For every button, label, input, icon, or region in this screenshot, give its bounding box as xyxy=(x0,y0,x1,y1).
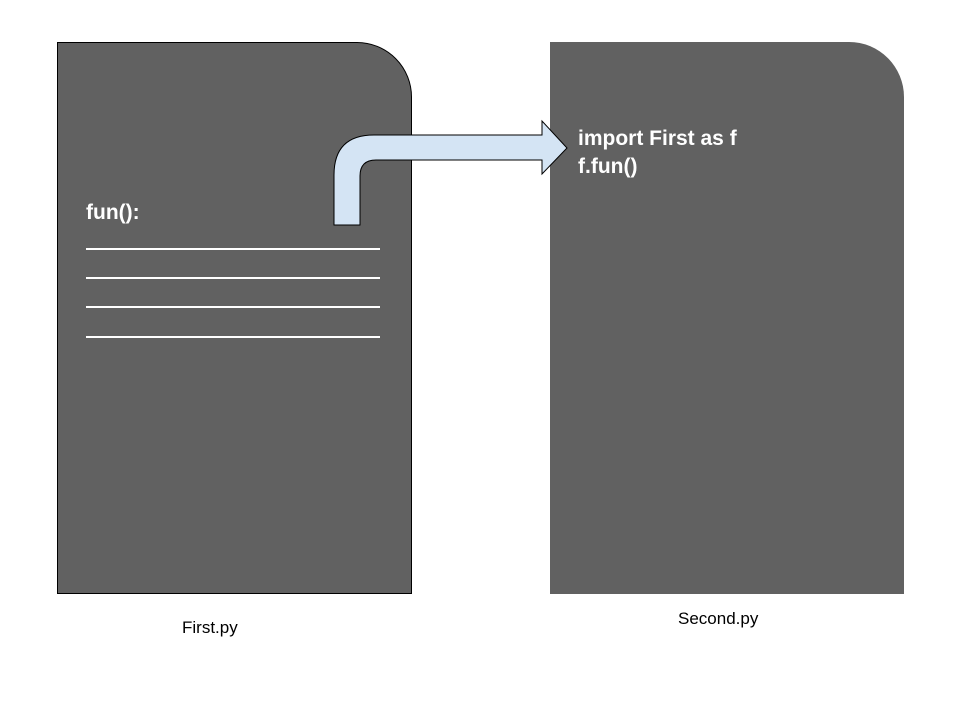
import-arrow xyxy=(333,119,568,226)
first-file-shape: fun(): xyxy=(57,42,412,594)
import-statement: import First as f xyxy=(578,127,737,150)
second-file-caption: Second.py xyxy=(678,609,759,628)
function-body-line xyxy=(86,306,380,308)
function-body-line xyxy=(86,336,380,338)
second-file-shape: import First as f f.fun() xyxy=(550,42,904,594)
second-file-code: import First as f f.fun() xyxy=(578,125,737,181)
function-body-line xyxy=(86,248,380,250)
first-file-code: fun(): xyxy=(86,201,140,224)
first-file-caption: First.py xyxy=(182,618,238,637)
function-body-line xyxy=(86,277,380,279)
function-call-statement: f.fun() xyxy=(578,155,638,178)
